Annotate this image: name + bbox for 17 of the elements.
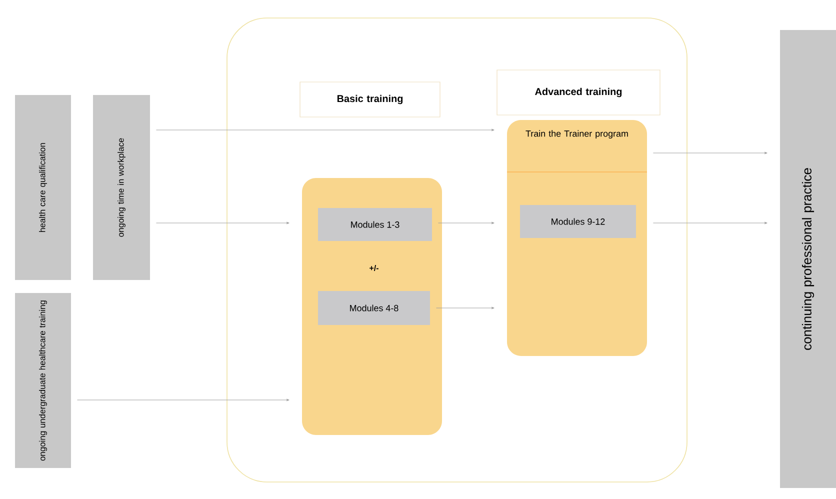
module-box: Modules 9-12 [520, 204, 636, 238]
stage-bar: health care qualification [15, 94, 71, 280]
module-box: Modules 4-8 [318, 290, 430, 325]
module-box: Modules 1-3 [318, 208, 432, 241]
arrow [156, 128, 494, 132]
rounded-frame [226, 18, 688, 482]
stage-bar: continuing professional practice [780, 30, 836, 488]
stage-bar: ongoing time in workplace [93, 94, 150, 280]
heading-box: Advanced training [496, 70, 660, 116]
arrow [436, 306, 494, 310]
arrow [76, 398, 290, 402]
arrow [652, 222, 768, 224]
heading-box: Basic training [300, 82, 440, 118]
arrow [438, 222, 494, 224]
stage-bar: ongoing undergraduate healthcare training [15, 292, 71, 468]
arrow [652, 152, 768, 154]
arrow [156, 222, 290, 224]
